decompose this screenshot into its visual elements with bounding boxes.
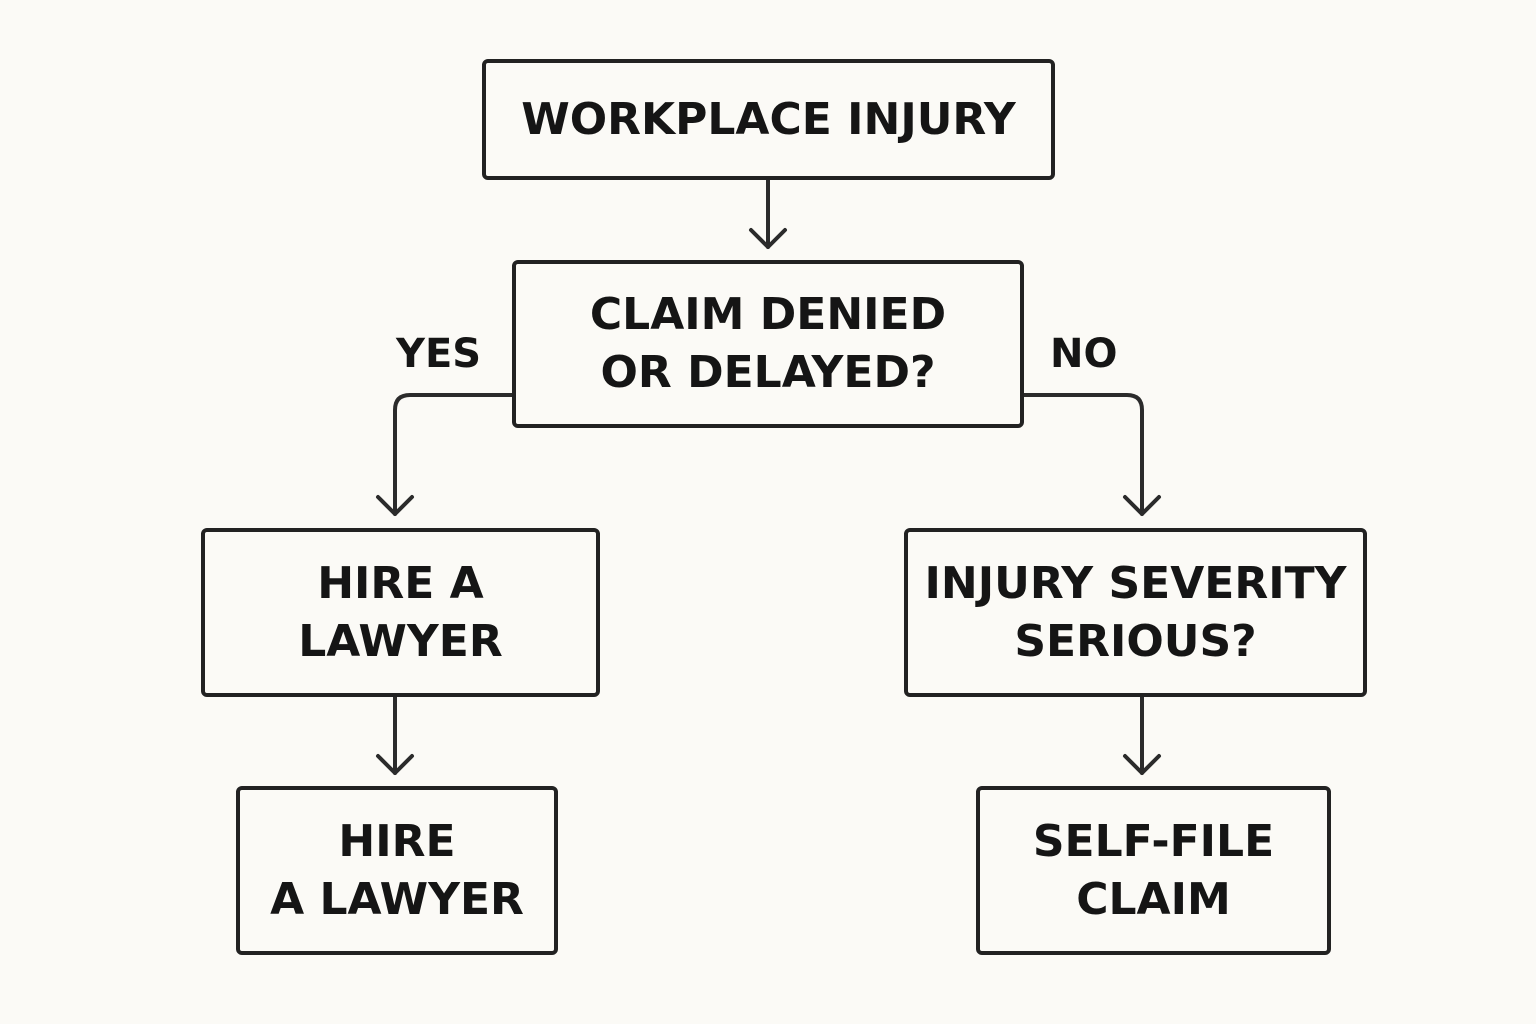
arrow-claim-to-severity bbox=[1022, 393, 1144, 516]
node-injury-severity-serious: INJURY SEVERITY SERIOUS? bbox=[904, 528, 1367, 697]
node-hire-a-lawyer: HIRE A LAWYER bbox=[201, 528, 600, 697]
arrowhead-claim-to-severity bbox=[1123, 495, 1161, 516]
node-claim-line-2: OR DELAYED? bbox=[600, 347, 936, 398]
arrowhead-hire-to-hire bbox=[376, 754, 414, 775]
arrow-claim-to-hire-lawyer bbox=[393, 393, 514, 516]
node-workplace-injury: WORKPLACE INJURY bbox=[482, 59, 1055, 180]
node-severity-line-2: SERIOUS? bbox=[1014, 615, 1257, 667]
node-workplace-injury-line-1: WORKPLACE INJURY bbox=[521, 93, 1016, 145]
node-self-file-claim: SELF-FILE CLAIM bbox=[976, 786, 1331, 955]
node-self-file-line-1: SELF-FILE bbox=[1032, 815, 1275, 867]
arrowhead-injury-to-claim bbox=[749, 228, 787, 249]
node-hire-lawyer-final-line-2: A LAWYER bbox=[270, 873, 524, 925]
node-hire-lawyer-final-line-1: HIRE bbox=[338, 815, 456, 867]
node-claim-line-1: CLAIM DENIED bbox=[589, 289, 947, 340]
node-severity-line-1: INJURY SEVERITY bbox=[924, 557, 1347, 609]
node-hire-lawyer-final: HIRE A LAWYER bbox=[236, 786, 558, 955]
arrowhead-severity-to-self-file bbox=[1123, 754, 1161, 775]
branch-label-no: NO bbox=[1050, 331, 1118, 377]
branch-label-yes: YES bbox=[396, 331, 482, 377]
arrowhead-claim-to-hire-lawyer bbox=[376, 495, 414, 516]
node-self-file-line-2: CLAIM bbox=[1076, 873, 1231, 925]
node-hire-a-lawyer-line-2: LAWYER bbox=[298, 615, 503, 667]
node-claim-denied-or-delayed: CLAIM DENIED OR DELAYED? bbox=[512, 260, 1024, 428]
node-hire-a-lawyer-line-1: HIRE A bbox=[317, 557, 484, 609]
